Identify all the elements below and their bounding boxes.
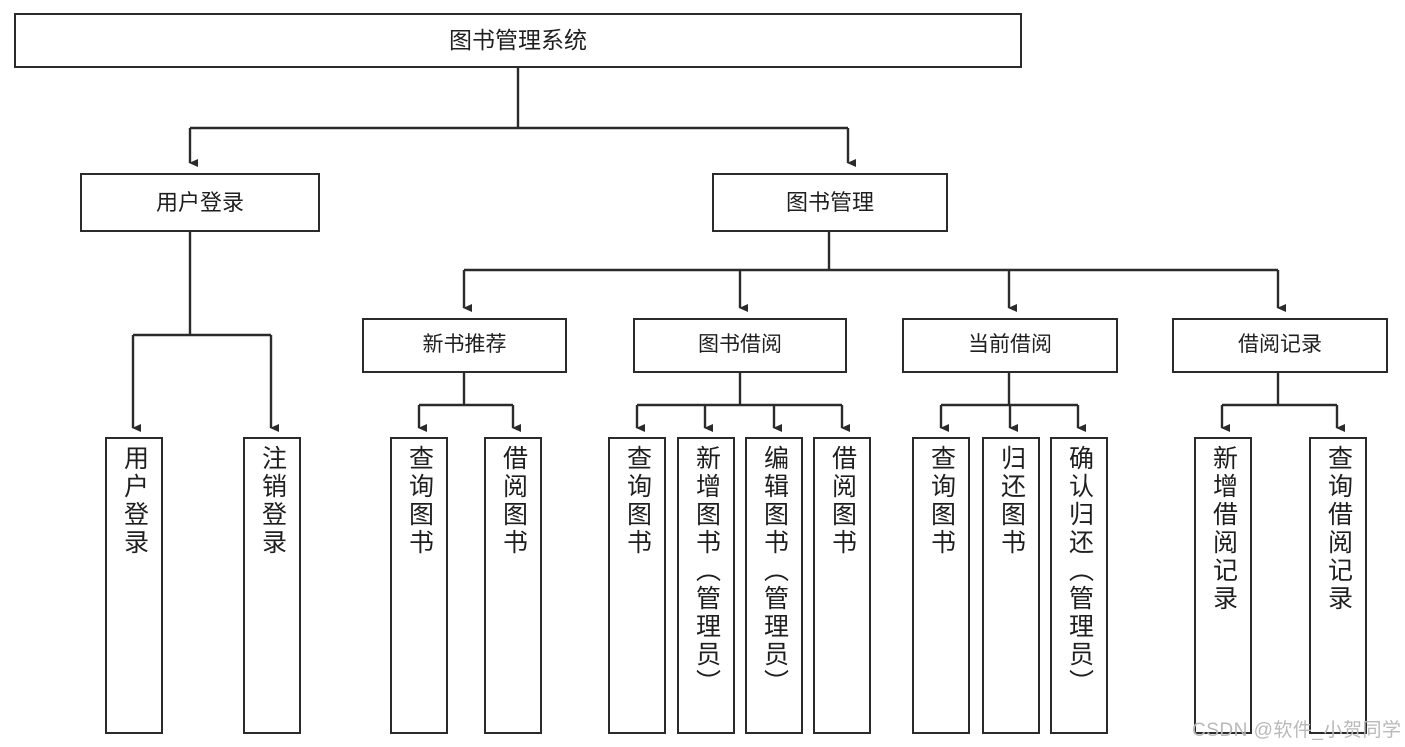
leaf-current-confirm-return[interactable]: 确认归还（管理员） — [1050, 437, 1108, 734]
node-current-borrow[interactable]: 当前借阅 — [902, 318, 1118, 373]
leaf-current-query-book-label: 查询图书 — [927, 445, 956, 557]
node-user-login-label: 用户登录 — [155, 189, 244, 215]
leaf-new-book-borrow[interactable]: 借阅图书 — [484, 437, 542, 734]
node-new-book-recommend[interactable]: 新书推荐 — [362, 318, 567, 373]
node-book-borrow-label: 图书借阅 — [698, 333, 782, 357]
leaf-new-book-borrow-label: 借阅图书 — [499, 445, 528, 557]
leaf-borrow-add-book-label: 新增图书（管理员） — [692, 445, 721, 697]
leaf-current-return-book[interactable]: 归还图书 — [982, 437, 1040, 734]
leaf-borrow-query-book-label: 查询图书 — [623, 445, 652, 557]
leaf-current-return-book-label: 归还图书 — [997, 445, 1026, 557]
node-root-system[interactable]: 图书管理系统 — [14, 13, 1022, 68]
leaf-borrow-query-book[interactable]: 查询图书 — [608, 437, 666, 734]
csdn-watermark: CSDN @软件_小贺同学 — [1192, 720, 1402, 741]
leaf-new-book-query[interactable]: 查询图书 — [390, 437, 448, 734]
leaf-new-book-query-label: 查询图书 — [405, 445, 434, 557]
node-book-management-label: 图书管理 — [785, 189, 874, 215]
node-root-system-label: 图书管理系统 — [449, 26, 587, 53]
leaf-borrow-edit-book[interactable]: 编辑图书（管理员） — [745, 437, 803, 734]
node-book-borrow[interactable]: 图书借阅 — [633, 318, 847, 373]
node-user-login[interactable]: 用户登录 — [80, 173, 320, 232]
node-borrow-record[interactable]: 借阅记录 — [1172, 318, 1388, 373]
leaf-borrow-add-book[interactable]: 新增图书（管理员） — [677, 437, 735, 734]
leaf-user-login-signin-label: 用户登录 — [120, 445, 149, 557]
node-current-borrow-label: 当前借阅 — [968, 333, 1052, 357]
leaf-borrow-borrow-book[interactable]: 借阅图书 — [813, 437, 871, 734]
leaf-record-add[interactable]: 新增借阅记录 — [1194, 437, 1252, 734]
leaf-borrow-borrow-book-label: 借阅图书 — [828, 445, 857, 557]
leaf-current-confirm-return-label: 确认归还（管理员） — [1065, 445, 1094, 697]
leaf-record-add-label: 新增借阅记录 — [1209, 445, 1238, 613]
node-new-book-recommend-label: 新书推荐 — [422, 333, 507, 357]
node-book-management[interactable]: 图书管理 — [712, 173, 948, 232]
leaf-user-login-signin[interactable]: 用户登录 — [105, 437, 163, 734]
leaf-user-login-signout-label: 注销登录 — [258, 445, 287, 557]
leaf-current-query-book[interactable]: 查询图书 — [912, 437, 970, 734]
leaf-record-query-label: 查询借阅记录 — [1324, 445, 1353, 613]
leaf-user-login-signout[interactable]: 注销登录 — [243, 437, 301, 734]
leaf-record-query[interactable]: 查询借阅记录 — [1309, 437, 1367, 734]
leaf-borrow-edit-book-label: 编辑图书（管理员） — [760, 445, 789, 697]
node-borrow-record-label: 借阅记录 — [1238, 333, 1322, 357]
